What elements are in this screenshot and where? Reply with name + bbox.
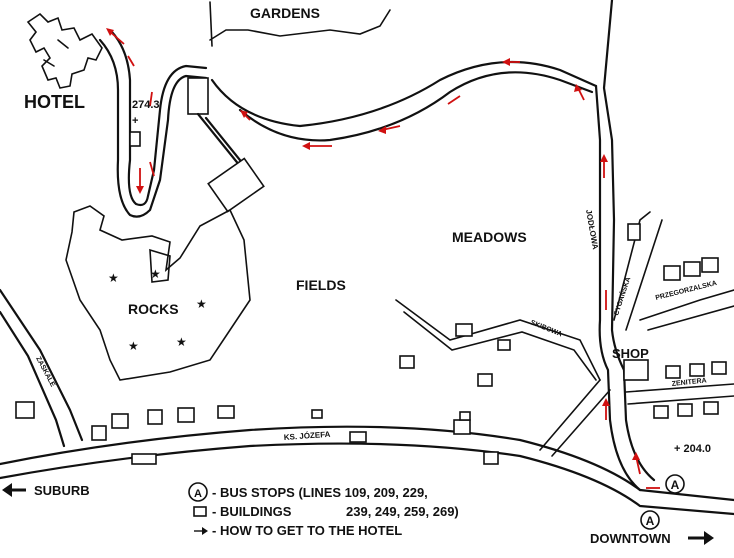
building xyxy=(111,413,129,429)
shop-label: SHOP xyxy=(612,346,649,361)
hilltop-building xyxy=(187,77,209,115)
building xyxy=(147,409,163,425)
map-legend: A - BUS STOPS (LINES 109, 209, 229, - BU… xyxy=(188,482,459,538)
legend-route: - HOW TO GET TO THE HOTEL xyxy=(212,523,402,538)
star-icon: ★ xyxy=(108,271,119,285)
route-arrows xyxy=(106,28,660,489)
building xyxy=(677,403,693,417)
rocks-label: ROCKS xyxy=(128,301,179,317)
building xyxy=(497,339,511,351)
star-icon: ★ xyxy=(176,335,187,349)
fields-label: FIELDS xyxy=(296,277,346,293)
jodlowa-street-label: JODŁOWA xyxy=(584,209,600,251)
legend-arrow-icon xyxy=(202,527,208,535)
building xyxy=(399,355,415,369)
hotel-label: HOTEL xyxy=(24,92,85,112)
building xyxy=(483,451,499,465)
hotel-access-road-west-2 xyxy=(110,30,208,207)
building xyxy=(15,401,35,419)
hotel-access-road-west xyxy=(98,38,208,218)
legend-bus-stops: - BUS STOPS (LINES 109, 209, 229, xyxy=(212,485,428,500)
ks-jozefa-street-label: KS. JÓZEFA xyxy=(284,430,331,442)
gardens-label: GARDENS xyxy=(250,5,320,21)
cyganska-street-label: CYGAŃSKA xyxy=(611,276,632,317)
ks-jozefa-road-lower xyxy=(0,442,734,516)
star-icon: ★ xyxy=(128,339,139,353)
building xyxy=(131,453,157,465)
hotel-elevation: 274.3 xyxy=(132,99,160,111)
shop-elevation: + 204.0 xyxy=(674,443,711,455)
building xyxy=(129,131,141,147)
building xyxy=(177,407,195,423)
meadow-road-upper xyxy=(210,60,598,128)
gardens-outline xyxy=(209,9,391,41)
legend-buildings-lines: 239, 249, 259, 269) xyxy=(346,504,459,519)
building xyxy=(453,419,471,435)
star-icon: ★ xyxy=(196,297,207,311)
building xyxy=(663,265,681,281)
skibowa-road xyxy=(395,299,601,381)
star-icon: ★ xyxy=(150,267,161,281)
cyganska-road xyxy=(613,211,651,321)
building xyxy=(477,373,493,387)
building xyxy=(459,411,471,421)
shop-building xyxy=(623,359,649,381)
svg-text:A: A xyxy=(194,488,202,500)
przegorzalska-street-label: PRZEGORZALSKA xyxy=(655,280,718,302)
suburb-label: SUBURB xyxy=(34,483,90,498)
legend-bus-stop-icon xyxy=(188,482,208,502)
bus-stop-south[interactable]: A xyxy=(640,510,660,530)
rocks-outline xyxy=(65,205,251,381)
ks-jozefa-road-upper xyxy=(0,425,734,502)
przegorzalska-road xyxy=(639,289,734,321)
legend-building-icon xyxy=(193,506,207,517)
building xyxy=(91,425,107,441)
bus-stop-north[interactable]: A xyxy=(665,474,685,494)
downtown-label: DOWNTOWN xyxy=(590,531,671,546)
jodlowa-road-left xyxy=(594,84,642,492)
zenitera-street-label: ZENITERA xyxy=(671,377,707,388)
svg-text:A: A xyxy=(646,514,655,528)
building xyxy=(689,363,705,377)
building xyxy=(217,405,235,419)
legend-buildings: - BUILDINGS xyxy=(212,504,292,519)
meadows-label: MEADOWS xyxy=(452,229,527,245)
zenitera-road xyxy=(625,383,734,393)
building xyxy=(703,401,719,415)
building xyxy=(311,409,323,419)
zaskale-road xyxy=(0,288,84,442)
meadow-road-lower xyxy=(238,71,594,142)
svg-text:A: A xyxy=(671,478,680,492)
building xyxy=(653,405,669,419)
elevation-marker-icon: + xyxy=(132,115,138,127)
south-road xyxy=(539,379,601,451)
large-building xyxy=(207,157,265,213)
building xyxy=(701,257,719,273)
building xyxy=(711,361,727,375)
buildings-group xyxy=(15,131,727,465)
building xyxy=(665,365,681,379)
suburb-direction: SUBURB xyxy=(2,483,90,498)
building xyxy=(683,261,701,277)
rock-markers: ★ ★ ★ ★ ★ xyxy=(108,267,207,353)
hotel-building xyxy=(26,12,103,89)
building xyxy=(349,431,367,443)
building xyxy=(627,223,641,241)
building xyxy=(455,323,473,337)
downtown-direction: DOWNTOWN xyxy=(590,531,714,546)
